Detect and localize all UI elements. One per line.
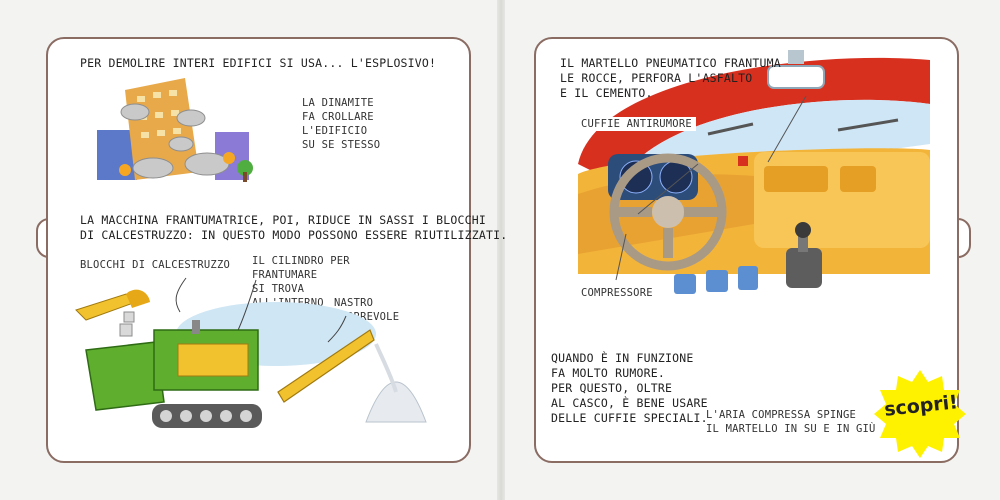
book-gutter <box>497 0 505 500</box>
label-concrete-blocks: BLOCCHI DI CALCESTRUZZO <box>80 259 230 271</box>
scopri-starburst-icon[interactable] <box>872 368 968 460</box>
noise-text: QUANDO È IN FUNZIONE FA MOLTO RUMORE. PE… <box>551 351 708 425</box>
label-headphones: CUFFIE ANTIRUMORE <box>577 117 696 131</box>
car-dashboard-illustration <box>578 50 930 294</box>
dynamite-caption: LA DINAMITE FA CROLLARE L'EDIFICIO SU SE… <box>302 97 381 151</box>
crusher-text: LA MACCHINA FRANTUMATRICE, POI, RIDUCE I… <box>80 213 508 242</box>
exploding-building-illustration <box>97 78 253 182</box>
compressed-air-text: L'ARIA COMPRESSA SPINGE IL MARTELLO IN S… <box>706 409 876 435</box>
left-heading: PER DEMOLIRE INTERI EDIFICI SI USA... L'… <box>80 56 437 70</box>
hammer-text: IL MARTELLO PNEUMATICO FRANTUMA LE ROCCE… <box>560 56 781 100</box>
label-compressor: COMPRESSORE <box>577 286 657 300</box>
crusher-machine-illustration <box>75 277 427 428</box>
